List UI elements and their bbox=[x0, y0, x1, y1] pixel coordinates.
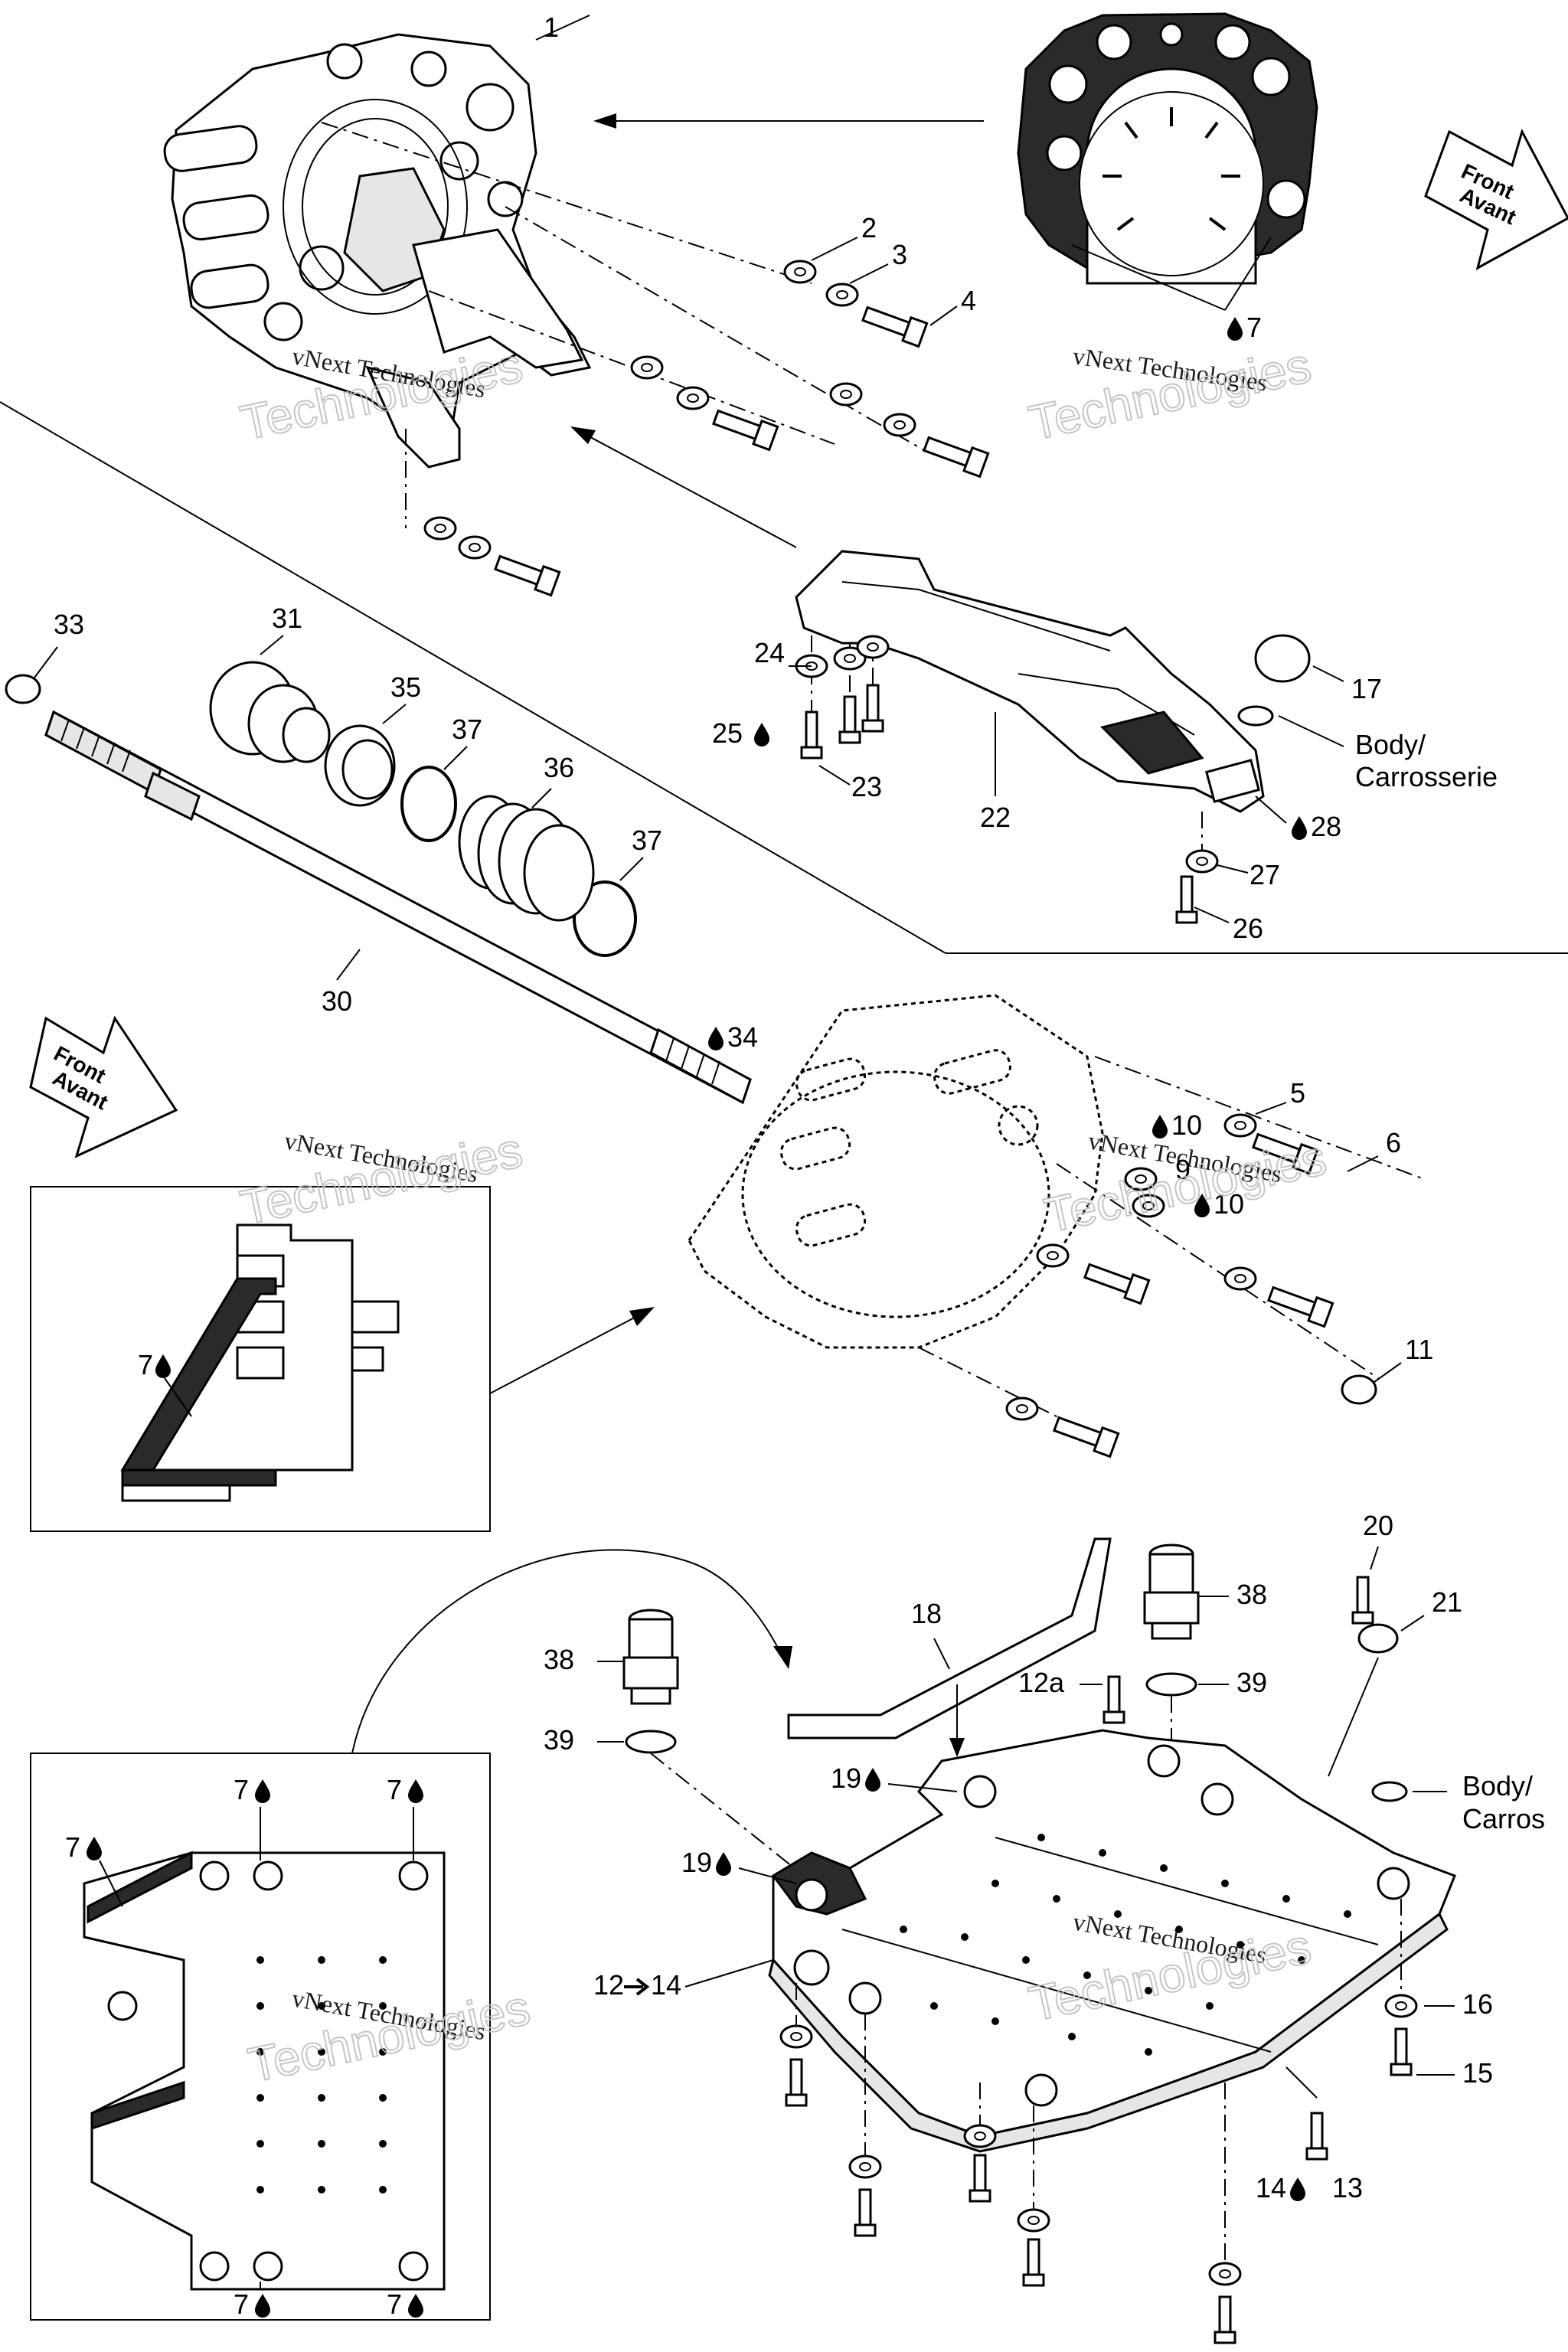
inset-skid-plate bbox=[83, 1851, 446, 2291]
label-7-top: 7 bbox=[1246, 312, 1262, 343]
bushing-38b bbox=[1143, 1544, 1200, 1640]
axis-2-4 bbox=[321, 122, 812, 284]
body-label-2-line1: Body/ bbox=[1462, 1770, 1533, 1802]
label-24: 24 bbox=[754, 637, 785, 668]
front-arrow-mid: Front Avant bbox=[29, 1015, 178, 1158]
front-arrow-top: Front Avant bbox=[1424, 129, 1568, 270]
label-9: 9 bbox=[1175, 1154, 1191, 1185]
body-label-2-line2: Carros bbox=[1462, 1803, 1545, 1834]
label-5: 5 bbox=[1290, 1077, 1305, 1109]
label-12-14-a: 12 bbox=[593, 1969, 624, 2001]
inset-housing-side bbox=[120, 1223, 400, 1502]
clamp-37b bbox=[573, 880, 637, 957]
label-27: 27 bbox=[1250, 859, 1280, 890]
label-37b: 37 bbox=[632, 825, 662, 856]
drive-shaft-30 bbox=[44, 710, 752, 1105]
section-divider-top bbox=[0, 401, 946, 954]
label-11: 11 bbox=[1405, 1334, 1433, 1365]
label-18: 18 bbox=[911, 1598, 942, 1629]
label-inset-7d: 7 bbox=[234, 2288, 249, 2320]
label-19b: 19 bbox=[681, 1847, 712, 1878]
skid-plate-main bbox=[768, 1729, 1456, 2153]
inset-box-2 bbox=[30, 1753, 491, 2321]
clamp-37a bbox=[400, 766, 457, 842]
label-31: 31 bbox=[272, 603, 302, 634]
bushing-38a bbox=[622, 1609, 679, 1705]
label-6: 6 bbox=[1386, 1127, 1401, 1158]
label-12-14-b: 14 bbox=[651, 1969, 681, 2001]
boot-36 bbox=[458, 795, 595, 922]
label-4: 4 bbox=[961, 285, 976, 316]
label-22: 22 bbox=[980, 802, 1011, 833]
nut-11 bbox=[1341, 1374, 1377, 1405]
bearing-31 bbox=[209, 661, 331, 763]
label-2: 2 bbox=[861, 212, 877, 243]
label-10b: 10 bbox=[1214, 1188, 1244, 1220]
label-14: 14 bbox=[1256, 2172, 1286, 2203]
label-25: 25 bbox=[712, 717, 743, 749]
label-12a: 12a bbox=[1018, 1667, 1065, 1698]
label-inset-7b: 7 bbox=[387, 1774, 402, 1805]
body-label-1-line2: Carrosserie bbox=[1355, 761, 1498, 792]
label-16: 16 bbox=[1462, 1988, 1493, 2020]
label-26: 26 bbox=[1233, 913, 1263, 944]
label-19a: 19 bbox=[831, 1762, 861, 1794]
label-inset-7a: 7 bbox=[234, 1774, 249, 1805]
curve-arrow bbox=[351, 1549, 782, 1754]
label-38a: 38 bbox=[544, 1644, 574, 1675]
label-34: 34 bbox=[727, 1021, 758, 1053]
bottom-bolts bbox=[779, 1899, 1418, 2344]
label-33: 33 bbox=[54, 609, 84, 640]
label-15: 15 bbox=[1462, 2057, 1493, 2089]
label-20: 20 bbox=[1363, 1510, 1393, 1541]
label-1: 1 bbox=[544, 11, 559, 43]
label-17: 17 bbox=[1351, 673, 1382, 704]
label-23: 23 bbox=[851, 771, 882, 802]
label-3: 3 bbox=[892, 239, 907, 270]
label-39a: 39 bbox=[544, 1724, 574, 1756]
body-label-1-line1: Body/ bbox=[1355, 729, 1426, 760]
chaincase-seal-view bbox=[1017, 12, 1318, 285]
grommet-21 bbox=[1357, 1623, 1399, 1654]
label-35: 35 bbox=[390, 671, 421, 703]
inset-box-1 bbox=[30, 1186, 491, 1532]
label-30: 30 bbox=[322, 985, 352, 1017]
label-39b: 39 bbox=[1236, 1667, 1267, 1698]
ring-35 bbox=[324, 724, 396, 807]
label-13: 13 bbox=[1332, 2172, 1363, 2203]
svg-text:Technologies: Technologies bbox=[236, 1122, 527, 1236]
seal-33 bbox=[5, 674, 41, 704]
chaincase-housing-1 bbox=[163, 33, 592, 469]
oring-39b bbox=[1145, 1672, 1197, 1697]
label-21: 21 bbox=[1432, 1586, 1462, 1618]
label-37a: 37 bbox=[452, 714, 482, 745]
leader-7-top-b bbox=[1224, 237, 1272, 311]
strip-18 bbox=[787, 1537, 1112, 1740]
label-10a: 10 bbox=[1171, 1109, 1202, 1141]
oring-39a bbox=[625, 1730, 677, 1754]
leader-7-top-a bbox=[1071, 244, 1226, 311]
label-inset-7: 7 bbox=[138, 1349, 153, 1380]
label-inset-7e: 7 bbox=[387, 2288, 402, 2320]
label-38b: 38 bbox=[1236, 1579, 1267, 1610]
leader-1 bbox=[535, 15, 590, 41]
cap-17 bbox=[1254, 634, 1311, 683]
label-28: 28 bbox=[1311, 811, 1341, 842]
label-36: 36 bbox=[544, 752, 574, 783]
label-inset-7c: 7 bbox=[65, 1831, 80, 1863]
